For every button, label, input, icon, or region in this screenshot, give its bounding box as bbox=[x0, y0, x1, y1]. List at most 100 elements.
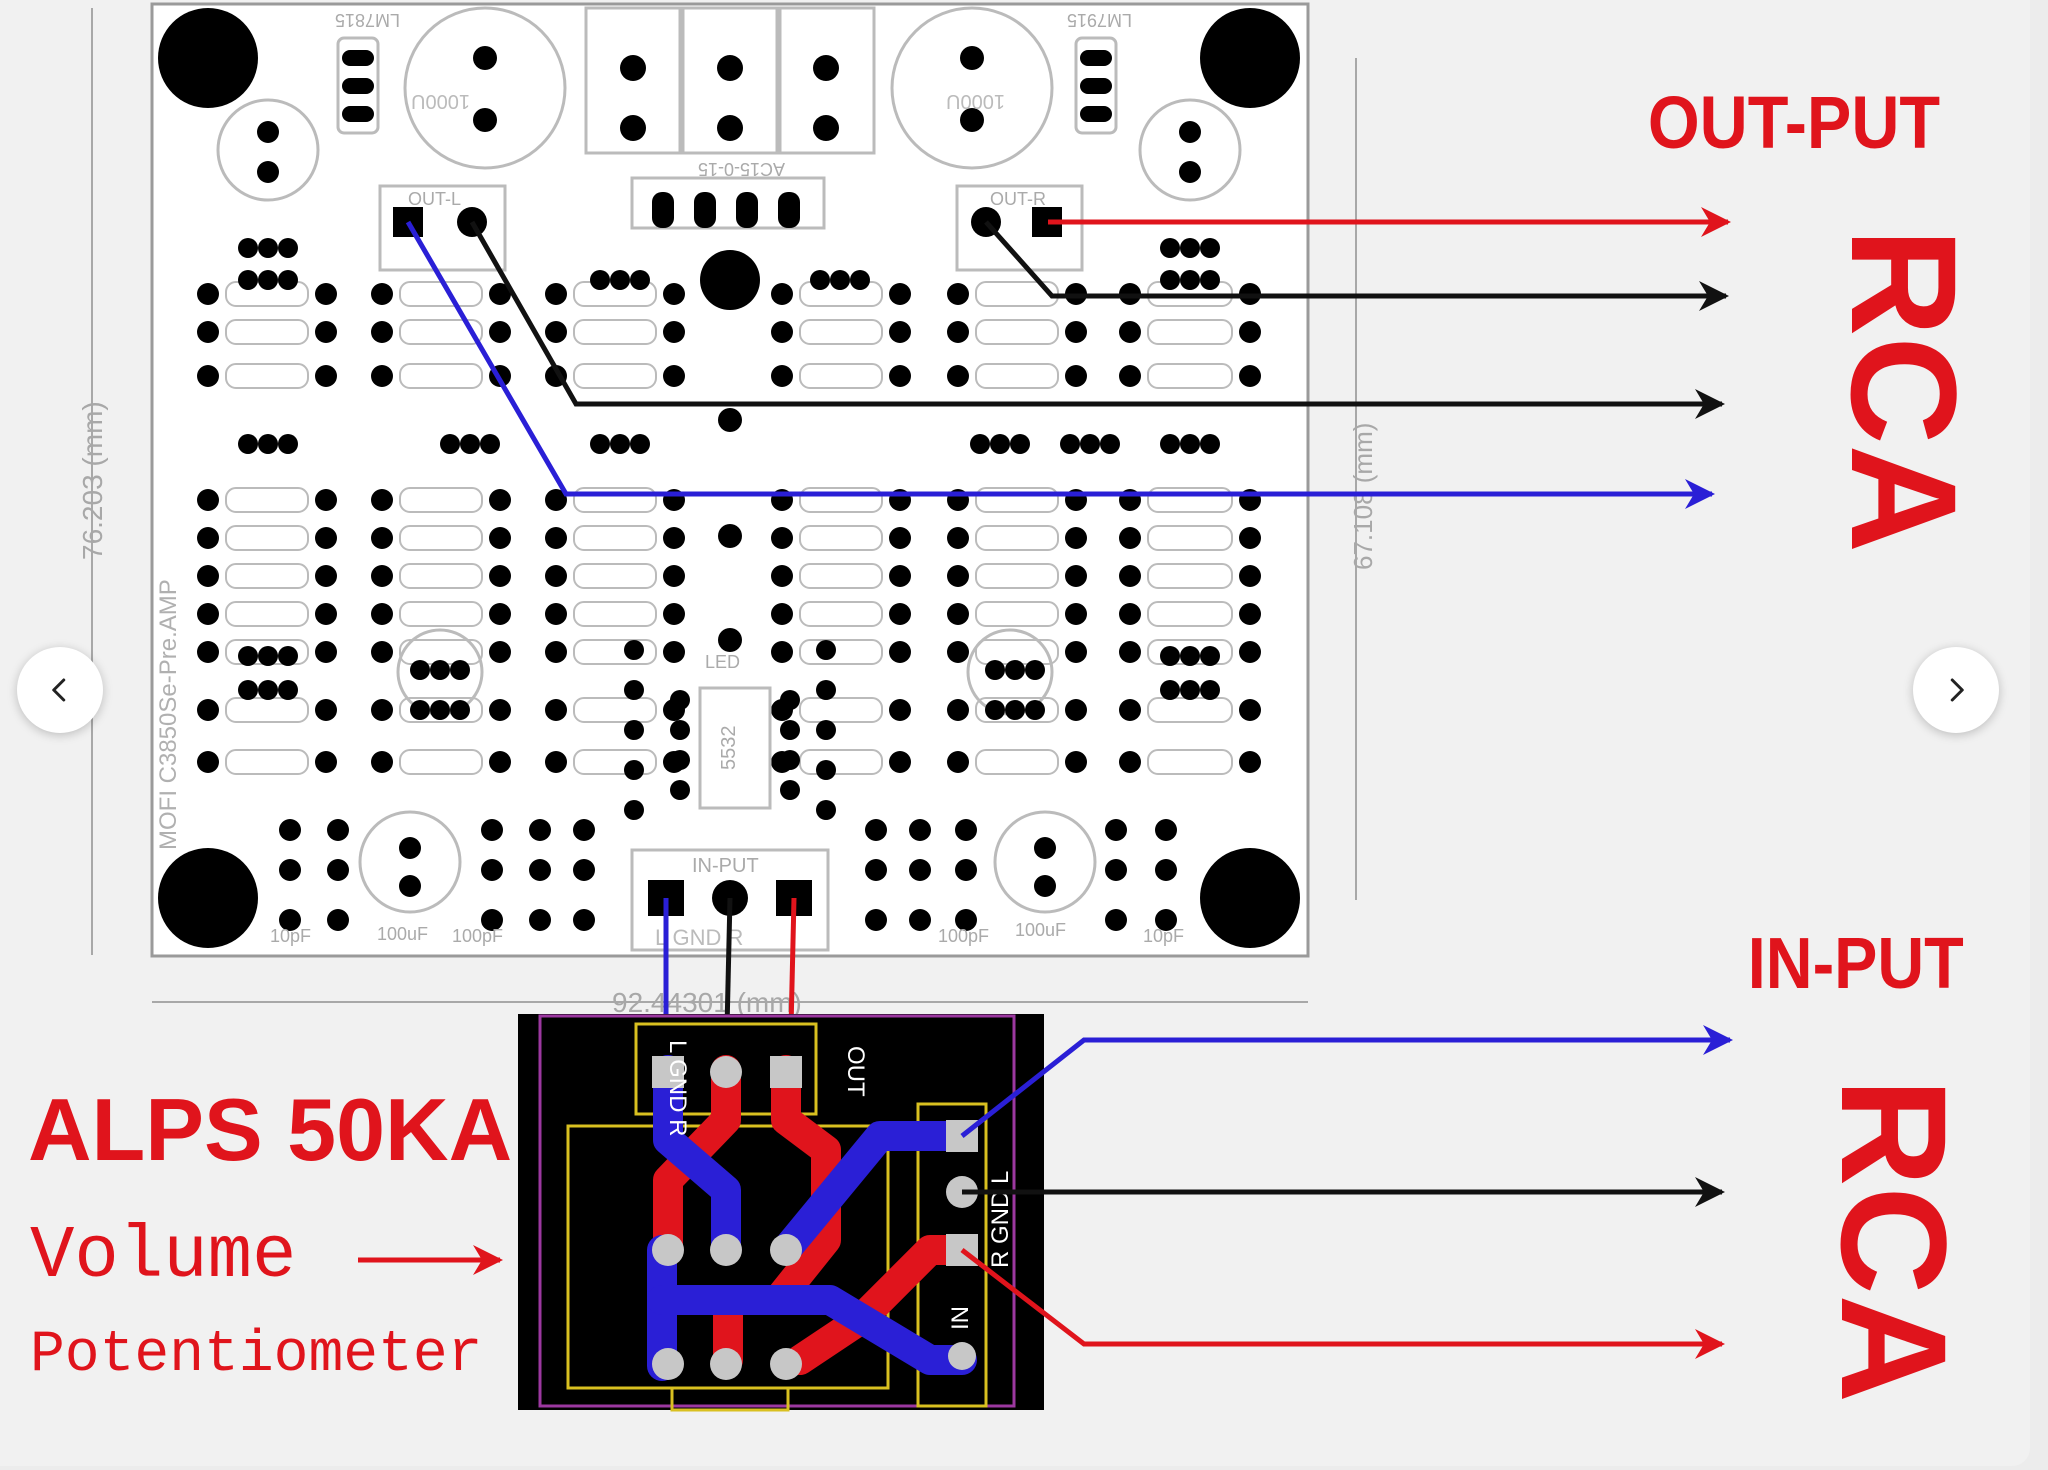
pot-side-pins-label: R GND L bbox=[987, 1171, 1014, 1268]
pad bbox=[371, 489, 393, 511]
pad bbox=[371, 751, 393, 773]
pad bbox=[771, 641, 793, 663]
pad bbox=[718, 524, 742, 548]
pad bbox=[315, 603, 337, 625]
pad bbox=[830, 270, 850, 290]
output-rca-label: RCA bbox=[1820, 228, 1988, 553]
carousel-next-button[interactable] bbox=[1913, 647, 1999, 733]
pad bbox=[850, 270, 870, 290]
pad bbox=[947, 565, 969, 587]
pad bbox=[610, 434, 630, 454]
resistor-outline bbox=[975, 601, 1059, 627]
pad bbox=[889, 365, 911, 387]
pad bbox=[1160, 238, 1180, 258]
pad bbox=[1119, 365, 1141, 387]
pad bbox=[545, 751, 567, 773]
pad bbox=[238, 238, 258, 258]
pad bbox=[865, 859, 887, 881]
pad bbox=[1239, 565, 1261, 587]
resistor-outline bbox=[225, 363, 309, 389]
resistor-outline bbox=[1147, 601, 1233, 627]
pad bbox=[1160, 434, 1180, 454]
pad bbox=[430, 700, 450, 720]
pad bbox=[1080, 434, 1100, 454]
svg-text:100pF: 100pF bbox=[452, 926, 503, 946]
pad bbox=[460, 434, 480, 454]
resistor-outline bbox=[799, 487, 883, 513]
resistor-outline bbox=[799, 601, 883, 627]
pad bbox=[481, 859, 503, 881]
resistor-outline bbox=[975, 697, 1059, 723]
pad bbox=[663, 527, 685, 549]
pad bbox=[1239, 365, 1261, 387]
resistor-outline bbox=[975, 749, 1059, 775]
pad bbox=[545, 603, 567, 625]
pad bbox=[279, 909, 301, 931]
pad bbox=[258, 646, 278, 666]
pad bbox=[371, 283, 393, 305]
pad bbox=[1180, 434, 1200, 454]
pad bbox=[1119, 321, 1141, 343]
pad bbox=[1065, 365, 1087, 387]
pad bbox=[889, 527, 911, 549]
pad bbox=[816, 680, 836, 700]
pad bbox=[315, 527, 337, 549]
pad bbox=[258, 238, 278, 258]
pot-potentiometer-label: Potentiometer bbox=[30, 1323, 482, 1388]
pad bbox=[315, 283, 337, 305]
pad bbox=[327, 859, 349, 881]
resistor-outline bbox=[225, 749, 309, 775]
pad bbox=[947, 283, 969, 305]
out-right-label: OUT-R bbox=[990, 189, 1046, 209]
output-wires bbox=[405, 207, 1731, 509]
cap-1000u-left-label: 1000U bbox=[411, 90, 470, 112]
pad bbox=[1025, 700, 1045, 720]
pad bbox=[489, 527, 511, 549]
resistor-outline bbox=[1147, 487, 1233, 513]
pad bbox=[1060, 434, 1080, 454]
pad bbox=[371, 565, 393, 587]
resistor-outline bbox=[399, 525, 483, 551]
resistor-outline bbox=[975, 525, 1059, 551]
resistor-outline bbox=[1147, 363, 1233, 389]
regulator-right-label: LM7915 bbox=[1067, 10, 1132, 30]
pad bbox=[1005, 660, 1025, 680]
pad bbox=[410, 700, 430, 720]
pad bbox=[909, 859, 931, 881]
pad bbox=[238, 680, 258, 700]
transformer-label: AC15-0-15 bbox=[698, 159, 785, 179]
pad bbox=[1180, 680, 1200, 700]
pad bbox=[489, 751, 511, 773]
pad bbox=[865, 819, 887, 841]
pad bbox=[197, 699, 219, 721]
pot-out-label: OUT bbox=[842, 1046, 869, 1097]
resistor-outline bbox=[225, 487, 309, 513]
resistor-outline bbox=[573, 363, 657, 389]
pad bbox=[771, 321, 793, 343]
pad bbox=[663, 283, 685, 305]
pad bbox=[718, 628, 742, 652]
chevron-left-icon bbox=[52, 678, 66, 702]
input-rca-label: RCA bbox=[1810, 1078, 1978, 1403]
pad bbox=[315, 321, 337, 343]
pad bbox=[955, 909, 977, 931]
carousel-prev-button[interactable] bbox=[17, 647, 103, 733]
pad bbox=[545, 321, 567, 343]
pad bbox=[327, 909, 349, 931]
resistor-outline bbox=[399, 697, 483, 723]
pad bbox=[590, 434, 610, 454]
pad bbox=[545, 641, 567, 663]
resistor-outline bbox=[1147, 525, 1233, 551]
pad bbox=[947, 641, 969, 663]
pad bbox=[197, 489, 219, 511]
resistor-outline bbox=[573, 697, 657, 723]
input-rca-wires bbox=[358, 1025, 1733, 1359]
pad bbox=[816, 800, 836, 820]
dimension-height-label: 76.203 (mm) bbox=[77, 401, 108, 560]
pad bbox=[624, 680, 644, 700]
pot-pins-top-label: L GND R bbox=[664, 1040, 691, 1136]
chevron-right-icon bbox=[1950, 678, 1964, 702]
pad bbox=[197, 565, 219, 587]
pad bbox=[771, 283, 793, 305]
